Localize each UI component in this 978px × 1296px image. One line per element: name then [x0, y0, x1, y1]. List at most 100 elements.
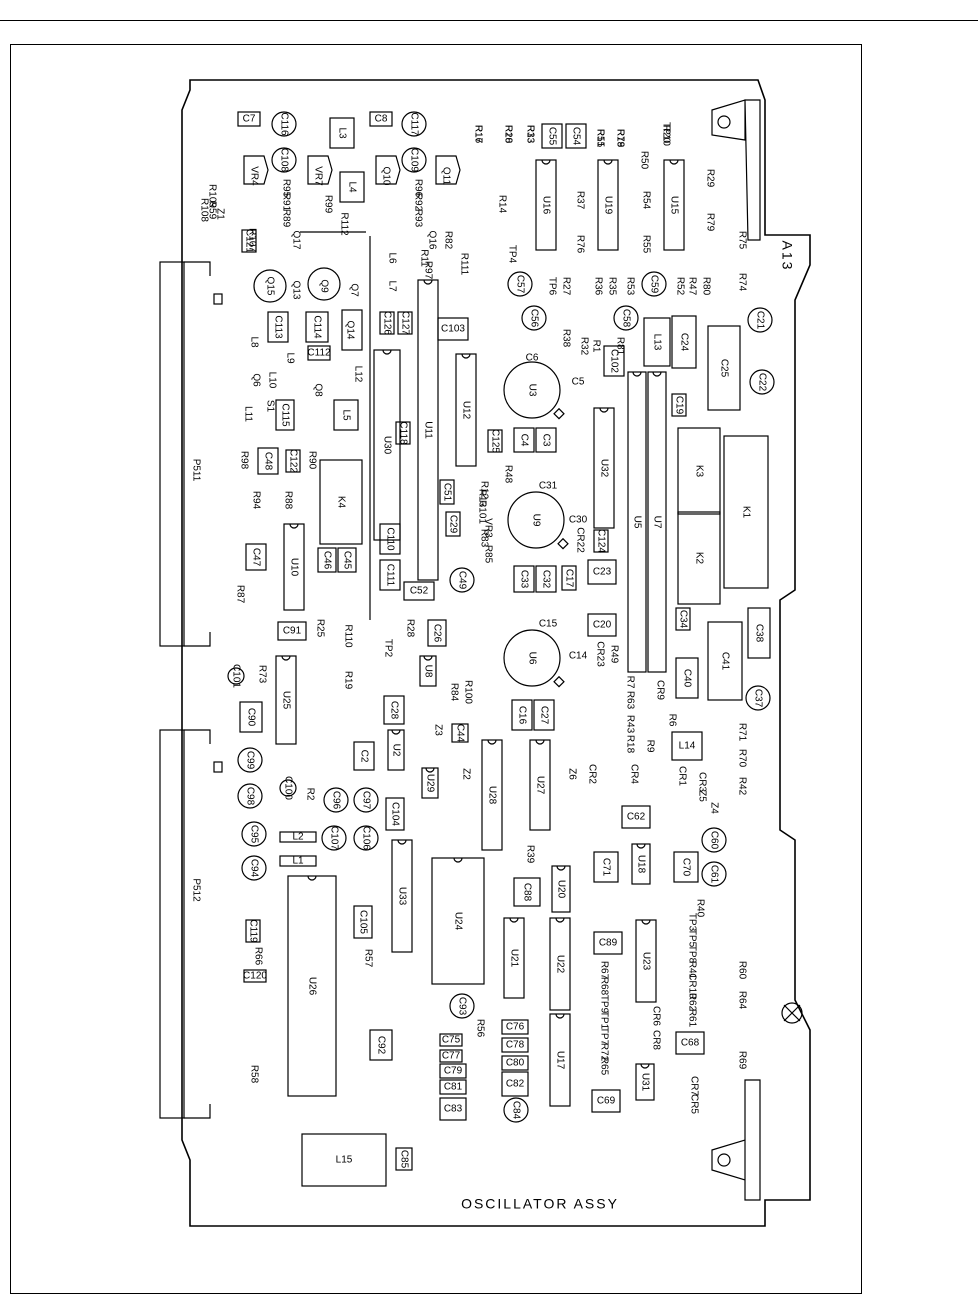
- board-title: OSCILLATOR ASSY: [461, 1196, 619, 1212]
- ref-label: R33: [524, 125, 535, 144]
- ref-label: Q6: [250, 373, 261, 387]
- capacitor-c85: [395, 1147, 413, 1171]
- ref-label: TP10: [660, 122, 671, 146]
- ic-body-u10: [283, 523, 305, 611]
- capacitor-c32: [535, 565, 557, 593]
- ref-label: Q14: [344, 321, 355, 340]
- capacitor-c121: [241, 229, 257, 253]
- capacitor-c102: [603, 345, 625, 377]
- relay-label-k1: K1: [740, 506, 751, 519]
- capacitor-c38: [747, 607, 771, 659]
- ic-notch: [423, 279, 433, 285]
- capacitor-c46: [317, 547, 337, 573]
- ic-body-u28: [481, 739, 503, 851]
- capacitor-c45: [337, 547, 357, 573]
- inductor-label-l15: L15: [336, 1155, 353, 1166]
- ic-notch: [535, 739, 545, 745]
- ref-label: TP4: [506, 245, 517, 264]
- capacitor-label-c58: C58: [620, 309, 631, 328]
- capacitor-c44: [451, 723, 469, 743]
- ref-label: R53: [624, 277, 635, 296]
- ic-label-u6: U6: [526, 652, 537, 665]
- ic-body-u12: [455, 353, 477, 467]
- ref-label: R9: [644, 740, 655, 753]
- ref-label: R63: [624, 691, 635, 710]
- capacitor-c78: [501, 1037, 529, 1053]
- capacitor-label-c31: C31: [539, 481, 558, 492]
- ref-label: R108: [198, 198, 209, 222]
- capacitor-label-c29: C29: [447, 515, 458, 534]
- capacitor-label-c45: C45: [341, 551, 352, 570]
- capacitor-label-c37: C37: [752, 689, 763, 708]
- ref-label: CR8: [650, 1030, 661, 1050]
- capacitor-c127: [397, 311, 413, 335]
- ic-can-tab: [553, 407, 565, 420]
- ic-body-u29: [421, 767, 439, 799]
- ic-can-u9: [507, 491, 565, 549]
- ic-notch: [487, 739, 497, 745]
- capacitor-label-c70: C70: [680, 858, 691, 877]
- capacitor-c114: [305, 311, 329, 343]
- ref-label: CR1: [676, 766, 687, 786]
- ic-body-u33: [391, 839, 413, 953]
- transistor-q8: [253, 269, 287, 303]
- connector-body-2: [159, 729, 185, 1119]
- capacitor-c26: [427, 619, 447, 647]
- ic-notch: [669, 159, 679, 165]
- transistor-outline-3: [435, 155, 461, 185]
- capacitor-c89: [593, 931, 623, 955]
- ref-label: R27: [560, 277, 571, 296]
- ic-body-u30: [373, 349, 401, 541]
- ref-label: R71: [736, 723, 747, 742]
- ref-label: R58: [248, 1065, 259, 1084]
- capacitor-c49: [449, 567, 475, 593]
- capacitor-label-c89: C89: [599, 938, 618, 949]
- ic-label-u18: U18: [635, 855, 646, 874]
- ref-label: R78: [614, 129, 625, 148]
- ref-label: R29: [704, 169, 715, 188]
- ref-label: R101: [476, 500, 487, 524]
- ref-label: R18: [502, 125, 513, 144]
- ic-body-u23: [635, 919, 657, 1003]
- ic-body-u16: [535, 159, 557, 251]
- ref-label: Q7: [348, 283, 359, 297]
- ref-label: TP7: [598, 1027, 609, 1046]
- ref-label: R56: [474, 1019, 485, 1038]
- inductor-label-l3: L3: [336, 127, 347, 139]
- ref-label: R28: [404, 619, 415, 638]
- capacitor-label-c52: C52: [410, 586, 429, 597]
- ic-notch: [632, 371, 642, 377]
- transistor-outline-1: [307, 155, 333, 185]
- capacitor-c125: [487, 429, 503, 453]
- ref-label: Q16: [426, 231, 437, 250]
- capacitor-label-c40: C40: [681, 669, 692, 688]
- ic-label-u29: U29: [424, 774, 435, 793]
- ref-label: R72: [598, 1043, 609, 1062]
- capacitor-label-c30: C30: [569, 515, 588, 526]
- capacitor-c96: [323, 787, 349, 813]
- ref-label: R25: [314, 619, 325, 638]
- ref-label: R70: [736, 749, 747, 768]
- ref-label: R6: [666, 714, 677, 727]
- ref-label: R73: [256, 665, 267, 684]
- ref-label: R19: [614, 129, 625, 148]
- capacitor-c55: [541, 123, 563, 149]
- ref-label: Z1: [214, 208, 225, 220]
- ref-label: Z3: [432, 724, 443, 736]
- capacitor-label-c114: C114: [311, 315, 322, 339]
- relay-label-k4: K4: [335, 496, 346, 509]
- connector-body-1: [159, 261, 185, 647]
- capacitor-c93: [449, 993, 475, 1019]
- ic-notch: [636, 843, 646, 849]
- mount-screw-cross: [783, 1004, 801, 1022]
- ref-label: R2: [304, 788, 315, 801]
- capacitor-label-c88: C88: [521, 883, 532, 902]
- ref-label: R75: [736, 231, 747, 250]
- ref-label: R112: [338, 212, 349, 236]
- ref-label: R37: [574, 191, 585, 210]
- ic-can-u6: [503, 629, 561, 687]
- capacitor-label-c108: C108: [278, 148, 289, 172]
- capacitor-c52: [403, 581, 435, 601]
- capacitor-label-c82: C82: [506, 1079, 525, 1090]
- capacitor-label-c125: C125: [489, 429, 500, 453]
